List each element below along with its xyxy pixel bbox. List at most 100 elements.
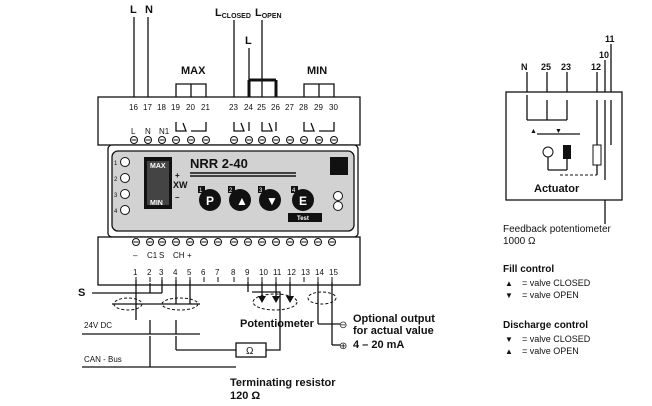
button-number: 4: [292, 188, 296, 194]
top-terminal-number: 29: [314, 103, 323, 112]
top-terminal-number: 16: [129, 103, 138, 112]
top-terminal-number: 21: [201, 103, 210, 112]
can-bus-label: CAN - Bus: [84, 355, 122, 364]
panel-button[interactable]: [259, 189, 281, 211]
bottom-terminal-number: 1: [133, 268, 138, 277]
actuator-terminal-label: 25: [541, 62, 551, 72]
top-terminal-number: 25: [257, 103, 266, 112]
svg-text:+: +: [175, 171, 180, 180]
terminating-resistor-value: 120 Ω: [230, 390, 260, 402]
top-terminal-number: 23: [229, 103, 238, 112]
fill-open-text: = valve OPEN: [522, 290, 579, 300]
button-label: P: [206, 194, 214, 208]
bottom-terminal-label: +: [187, 251, 192, 260]
l-closed-label: LCLOSED: [215, 7, 251, 20]
relay-contacts: [175, 122, 335, 132]
top-terminal-number: 30: [329, 103, 338, 112]
top-terminal-number: 26: [271, 103, 280, 112]
panel-button[interactable]: [199, 189, 221, 211]
bottom-terminal-label: CH: [173, 251, 185, 260]
actuator-terminal-label: 11: [605, 34, 615, 44]
button-number: 3: [259, 188, 263, 194]
top-terminal-number: 17: [143, 103, 152, 112]
optional-output-line2: for actual value: [353, 325, 434, 337]
button-label: ▲: [236, 194, 248, 208]
bottom-terminal-number: 9: [245, 268, 250, 277]
top-terminal-number: 20: [186, 103, 195, 112]
discharge-open-icon: ▲: [505, 347, 513, 356]
status-led: [120, 205, 130, 215]
actuator-box: [505, 91, 623, 201]
fill-closed-icon: ▲: [505, 279, 513, 288]
s-label: S: [78, 287, 85, 299]
optional-output-line3: 4 – 20 mA: [353, 339, 404, 351]
max-group-label: MAX: [181, 65, 206, 77]
led-number: 2: [114, 177, 118, 183]
discharge-closed-text: = valve CLOSED: [522, 334, 591, 344]
bottom-terminal-number: 8: [231, 268, 236, 277]
bottom-terminal-label: C1: [147, 251, 158, 260]
bottom-terminal-number: 13: [301, 268, 310, 277]
status-led: [120, 173, 130, 183]
top-terminal-label: N1: [159, 127, 170, 136]
fill-open-icon: ▼: [505, 291, 513, 300]
brand-logo: [330, 157, 348, 175]
supply-l-label: L: [130, 4, 137, 16]
bottom-terminal-number: 7: [215, 268, 220, 277]
panel-button[interactable]: [229, 189, 251, 211]
supply-24v-label: 24V DC: [84, 321, 112, 330]
housing-top: [97, 96, 361, 146]
bottom-terminal-number: 11: [273, 268, 282, 277]
top-terminal-label: N: [145, 127, 151, 136]
indicator-max: MAX: [150, 163, 166, 170]
bottom-terminal-number: 2: [147, 268, 152, 277]
button-row: P1▲2▼3E4: [198, 186, 314, 211]
led-column: 1 2 3 4: [114, 157, 130, 215]
bottom-terminal-number: 6: [201, 268, 206, 277]
bottom-terminal-number: 3: [159, 268, 164, 277]
discharge-open-text: = valve OPEN: [522, 346, 579, 356]
status-led: [120, 157, 130, 167]
actuator-terminal-label: 23: [561, 62, 571, 72]
bottom-terminal-label: S: [159, 251, 164, 260]
optional-output-line1: Optional output: [353, 313, 435, 325]
top-terminal-number: 28: [299, 103, 308, 112]
actuator-terminal-label: N: [521, 62, 528, 72]
actuator-label: Actuator: [534, 183, 580, 195]
indicator-xw: XW: [173, 180, 188, 190]
test-led-2: [333, 201, 343, 211]
bottom-terminal-number: 10: [259, 268, 268, 277]
actuator-terminal-label: 10: [599, 50, 609, 60]
minus-symbol: ⊖: [339, 320, 347, 331]
led-number: 1: [114, 161, 118, 167]
test-label: Test: [297, 216, 309, 222]
device-title: NRR 2-40: [190, 156, 248, 171]
button-number: 1: [199, 188, 203, 194]
top-terminal-number: 24: [244, 103, 253, 112]
top-terminal-number: 18: [157, 103, 166, 112]
bottom-terminal-number: 14: [315, 268, 324, 277]
bottom-terminal-label: –: [133, 251, 138, 260]
top-terminal-label: L: [131, 127, 136, 136]
led-number: 3: [114, 193, 118, 199]
supply-n-label: N: [145, 4, 153, 16]
button-label: E: [299, 194, 307, 208]
discharge-closed-icon: ▼: [505, 335, 513, 344]
resistor-omega: Ω: [246, 346, 254, 357]
panel-button[interactable]: [292, 189, 314, 211]
feedback-label: Feedback potentiometer: [503, 224, 612, 235]
bottom-terminal-number: 15: [329, 268, 338, 277]
min-group-label: MIN: [307, 65, 327, 77]
potentiometer-label: Potentiometer: [240, 318, 315, 330]
top-terminal-number: 27: [285, 103, 294, 112]
led-number: 4: [114, 209, 118, 215]
indicator-min: MIN: [150, 200, 163, 207]
feedback-value: 1000 Ω: [503, 236, 536, 247]
svg-text:–: –: [175, 193, 180, 202]
terminating-resistor-label: Terminating resistor: [230, 377, 336, 389]
l-open-label: LOPEN: [255, 7, 282, 20]
bottom-terminal-number: 12: [287, 268, 296, 277]
button-number: 2: [229, 188, 233, 194]
